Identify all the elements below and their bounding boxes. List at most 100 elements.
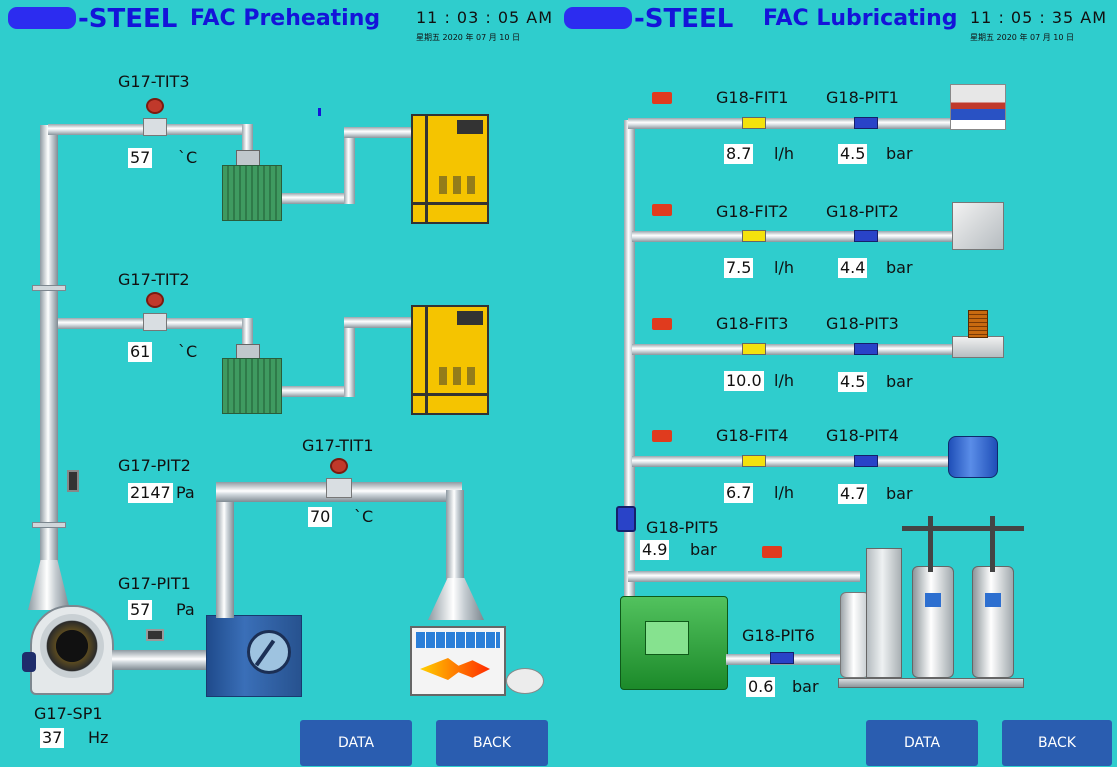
g17-sp1-value: 37 <box>40 728 65 748</box>
burner-hood-icon <box>428 578 484 620</box>
motor-4-icon <box>948 436 998 478</box>
machine-3-base-icon <box>952 336 1004 358</box>
bearing-machine-1-icon <box>950 84 1006 130</box>
transmitter-fitting <box>326 478 352 498</box>
left-date: 星期五 2020 年 07 月 10 日 <box>416 33 520 42</box>
duct-flange <box>32 285 66 291</box>
temperature-transmitter-icon <box>146 98 164 114</box>
left-page-title: FAC Preheating <box>190 6 381 31</box>
g18-fit1-value: 8.7 <box>724 144 754 164</box>
g18-fit3-label: G18-FIT3 <box>716 314 789 333</box>
g18-pit5-sensor-icon <box>616 506 636 532</box>
left-data-button[interactable]: DATA <box>300 720 412 766</box>
left-clock: 11 : 03 : 05 AM <box>416 8 554 27</box>
right-data-button[interactable]: DATA <box>866 720 978 766</box>
lube-pump-unit-icon <box>620 596 728 690</box>
g18-fit1-unit: l/h <box>774 144 794 163</box>
g17-pit1-value: 57 <box>128 600 153 620</box>
lube-branch-1 <box>628 118 952 129</box>
right-brand-text: -STEEL <box>634 4 734 34</box>
g17-pit2-unit: Pa <box>176 483 195 502</box>
g18-pit3-label: G18-PIT3 <box>826 314 899 333</box>
g18-fit3-value: 10.0 <box>724 371 764 391</box>
g18-pit5-value: 4.9 <box>640 540 670 560</box>
left-brand-text: -STEEL <box>78 4 178 34</box>
g17-tit2-label: G17-TIT2 <box>118 270 190 289</box>
g18-pit4-value: 4.7 <box>838 484 868 504</box>
lube-branch-4 <box>632 456 956 467</box>
g18-pit5-label: G18-PIT5 <box>646 518 719 537</box>
g18-pit3-value: 4.5 <box>838 372 868 392</box>
g17-tit1-label: G17-TIT1 <box>302 436 374 455</box>
g18-pit4-unit: bar <box>886 484 913 503</box>
g18-pit6-label: G18-PIT6 <box>742 626 815 645</box>
left-back-button[interactable]: BACK <box>436 720 548 766</box>
g17-tit1-unit: `C <box>354 507 374 526</box>
g18-pit4-label: G18-PIT4 <box>826 426 899 445</box>
lube-branch-2 <box>632 231 956 242</box>
fan-rotor-icon <box>40 614 104 678</box>
marker <box>318 108 321 116</box>
g18-fit2-unit: l/h <box>774 258 794 277</box>
brand-mask <box>564 6 632 29</box>
right-back-button[interactable]: BACK <box>1002 720 1112 766</box>
g18-fit4-label: G18-FIT4 <box>716 426 789 445</box>
burner-furnace-icon <box>410 626 506 696</box>
g18-pit2-unit: bar <box>886 258 913 277</box>
g17-sp1-label: G17-SP1 <box>34 704 103 723</box>
duct-flange <box>32 522 66 528</box>
g18-fit3-unit: l/h <box>774 371 794 390</box>
control-cabinet-icon <box>866 548 902 678</box>
branch-pipe-tit2-down <box>242 318 253 354</box>
solenoid-valve-icon <box>652 92 672 104</box>
temperature-transmitter-icon <box>146 292 164 308</box>
g18-pit5-unit: bar <box>690 540 717 559</box>
g17-tit1-value: 70 <box>308 507 333 527</box>
burner-blower-icon <box>506 668 544 694</box>
g18-pit2-value: 4.4 <box>838 258 868 278</box>
flowmeter-icon <box>742 343 766 355</box>
g18-pit1-value: 4.5 <box>838 144 868 164</box>
machine-3-coil-icon <box>968 310 988 338</box>
main-vertical-duct <box>40 125 58 605</box>
g18-pit6-value: 0.6 <box>746 677 776 697</box>
lube-branch-3 <box>632 344 956 355</box>
lube-main-header <box>624 120 635 596</box>
g17-sp1-unit: Hz <box>88 728 109 747</box>
tank-1-support <box>928 516 933 572</box>
exchanger-1-outlet-pipe <box>282 193 352 204</box>
g17-tit3-value: 57 <box>128 148 153 168</box>
machine-2-icon <box>952 202 1004 250</box>
g18-pit6-sensor-icon <box>770 652 794 664</box>
pressure-sensor-icon <box>854 117 878 129</box>
burner-riser-pipe <box>446 490 464 580</box>
solenoid-valve-icon <box>652 204 672 216</box>
g17-pit2-value: 2147 <box>128 483 173 503</box>
g18-fit2-value: 7.5 <box>724 258 754 278</box>
g18-fit1-label: G18-FIT1 <box>716 88 789 107</box>
oil-tank-1-icon <box>912 566 954 678</box>
transmitter-fitting <box>143 313 167 331</box>
right-date: 星期五 2020 年 07 月 10 日 <box>970 33 1074 42</box>
g17-pit2-sensor-icon <box>67 470 79 492</box>
branch-pipe-tit3-down <box>242 124 253 159</box>
temperature-transmitter-icon <box>330 458 348 474</box>
g18-fit4-unit: l/h <box>774 483 794 502</box>
flowmeter-icon <box>742 117 766 129</box>
heater-cabinet-1-icon <box>411 114 489 224</box>
solenoid-valve-icon <box>652 318 672 330</box>
exchanger-2-outlet-pipe <box>282 386 352 397</box>
exchanger-2-top-pipe <box>344 317 416 328</box>
g18-fit2-label: G18-FIT2 <box>716 202 789 221</box>
exchanger-2-riser <box>344 318 355 397</box>
duct-reducer <box>28 560 70 610</box>
heater-cabinet-2-icon <box>411 305 489 415</box>
pressure-sensor-icon <box>854 230 878 242</box>
oil-tank-2-icon <box>972 566 1014 678</box>
g17-tit3-unit: `C <box>178 148 198 167</box>
exchanger-1-riser <box>344 128 355 204</box>
heat-exchanger-2-icon <box>222 358 282 414</box>
g18-pit2-label: G18-PIT2 <box>826 202 899 221</box>
skid-base <box>838 678 1024 688</box>
g18-pit1-unit: bar <box>886 144 913 163</box>
